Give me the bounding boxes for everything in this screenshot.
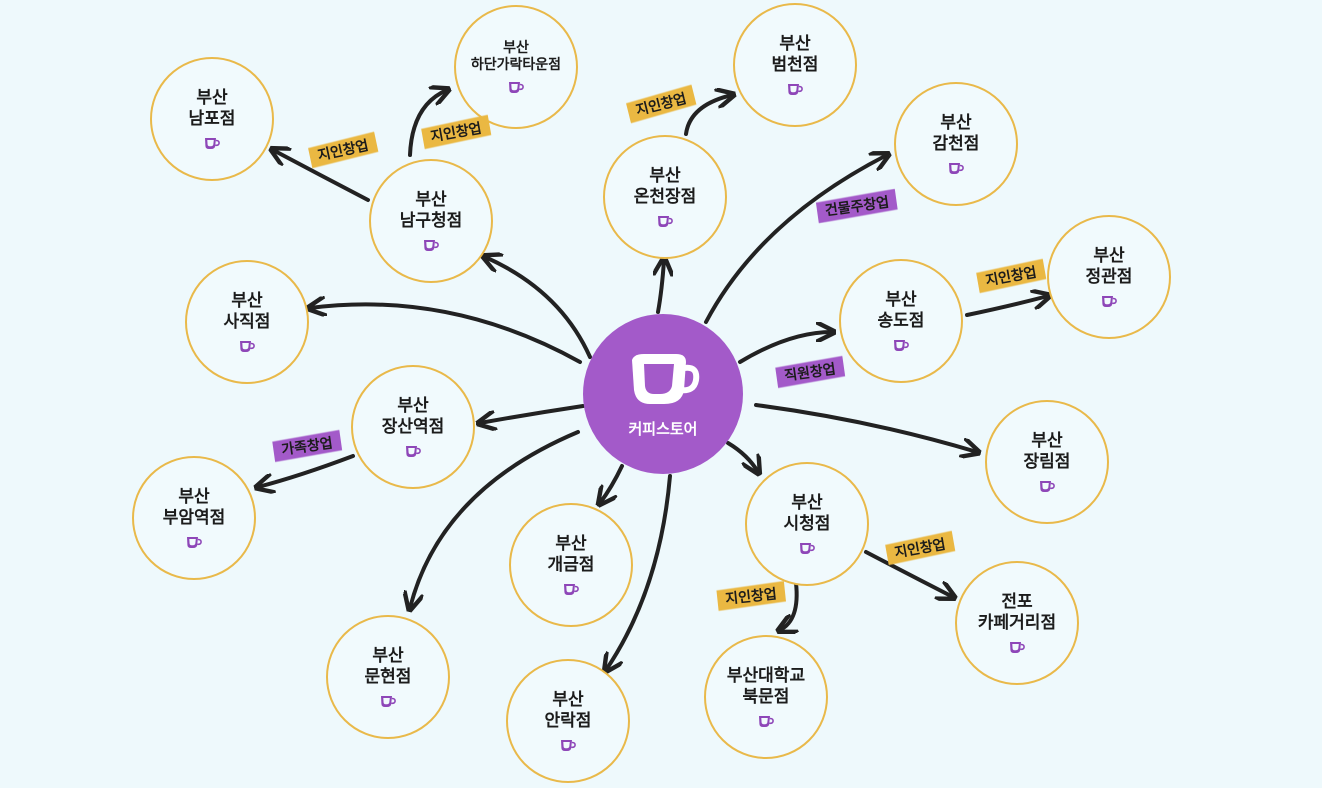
branch-name: 부산 문현점	[364, 646, 412, 687]
branch-node-buam: 부산 부암역점	[132, 456, 256, 580]
branch-name: 부산대학교 북문점	[726, 666, 806, 707]
branch-node-sicheong: 부산 시청점	[745, 462, 869, 586]
branch-name: 부산 장림점	[1023, 431, 1071, 472]
branch-node-namgu: 부산 남구청점	[369, 159, 493, 283]
coffee-cup-icon	[658, 215, 673, 227]
coffee-cup-icon	[788, 83, 803, 95]
coffee-cup-icon	[424, 239, 439, 251]
connector-arrow	[485, 257, 592, 359]
branch-name: 부산 하단가락타운점	[470, 39, 562, 73]
coffee-cup-icon	[406, 445, 421, 457]
branch-name: 부산 범천점	[771, 34, 819, 75]
branch-node-jangrim: 부산 장림점	[985, 400, 1109, 524]
connector-arrow	[704, 155, 887, 324]
hub-label: 커피스토어	[628, 419, 698, 438]
branch-node-munhyeon: 부산 문현점	[326, 615, 450, 739]
coffee-cup-icon	[561, 739, 576, 751]
branch-name: 부산 감천점	[932, 113, 980, 154]
coffee-cup-icon	[205, 137, 220, 149]
branch-name: 부산 송도점	[877, 290, 925, 331]
coffee-cup-icon	[1040, 480, 1055, 492]
coffee-cup-icon	[381, 695, 396, 707]
connector-arrow	[606, 474, 672, 670]
connector-arrow	[864, 550, 953, 597]
branch-node-anrak: 부산 안락점	[506, 659, 630, 783]
coffee-cup-icon	[1102, 295, 1117, 307]
coffee-cup-icon	[187, 536, 202, 548]
connector-arrow	[408, 90, 447, 157]
branch-name: 부산 사직점	[223, 291, 271, 332]
connector-arrow	[965, 296, 1048, 317]
connector-arrow	[726, 441, 758, 472]
connector-arrow	[480, 404, 585, 423]
coffee-cup-icon	[509, 82, 524, 94]
connector-arrow	[738, 332, 832, 364]
connector-arrow	[684, 95, 732, 136]
coffee-cup-icon	[949, 162, 964, 174]
coffee-cup-icon	[564, 583, 579, 595]
branch-name: 부산 정관점	[1085, 246, 1133, 287]
branch-node-jeonpo: 전포 카페거리점	[955, 561, 1079, 685]
coffee-cup-icon	[632, 353, 700, 404]
branch-node-jeonggwan: 부산 정관점	[1047, 215, 1171, 339]
connector-arrow	[600, 464, 624, 503]
branch-name: 전포 카페거리점	[977, 592, 1057, 633]
branch-name: 부산 장산역점	[381, 396, 445, 437]
coffee-cup-icon	[800, 542, 815, 554]
branch-node-songdo: 부산 송도점	[839, 259, 963, 383]
branch-name: 부산 남구청점	[399, 190, 463, 231]
connector-arrow	[754, 403, 977, 452]
coffee-cup-icon	[759, 715, 774, 727]
branch-node-nampo: 부산 남포점	[150, 57, 274, 181]
branch-node-jangsan: 부산 장산역점	[351, 365, 475, 489]
connector-arrow	[410, 430, 580, 608]
branch-node-oncheonjang: 부산 온천장점	[603, 135, 727, 259]
connector-arrow	[273, 150, 370, 202]
branch-name: 부산 부암역점	[162, 487, 226, 528]
branch-name: 부산 시청점	[783, 493, 831, 534]
branch-name: 부산 남포점	[188, 88, 236, 129]
branch-name: 부산 안락점	[544, 690, 592, 731]
branch-node-gaegeum: 부산 개금점	[509, 503, 633, 627]
coffee-cup-icon	[240, 340, 255, 352]
branch-node-beomcheon: 부산 범천점	[733, 3, 857, 127]
connector-arrow	[780, 581, 797, 630]
branch-name: 부산 온천장점	[633, 166, 697, 207]
connector-arrow	[258, 454, 355, 487]
branch-name: 부산 개금점	[547, 534, 595, 575]
connector-arrow	[310, 304, 582, 364]
branch-node-hadan: 부산 하단가락타운점	[454, 5, 578, 129]
connector-arrow	[658, 260, 664, 314]
branch-node-gamcheon: 부산 감천점	[894, 82, 1018, 206]
branch-node-pnu: 부산대학교 북문점	[704, 635, 828, 759]
coffee-cup-icon	[894, 339, 909, 351]
hub-coffee-store: 커피스토어	[583, 314, 743, 474]
coffee-cup-icon	[1010, 641, 1025, 653]
branch-node-sajik: 부산 사직점	[185, 260, 309, 384]
